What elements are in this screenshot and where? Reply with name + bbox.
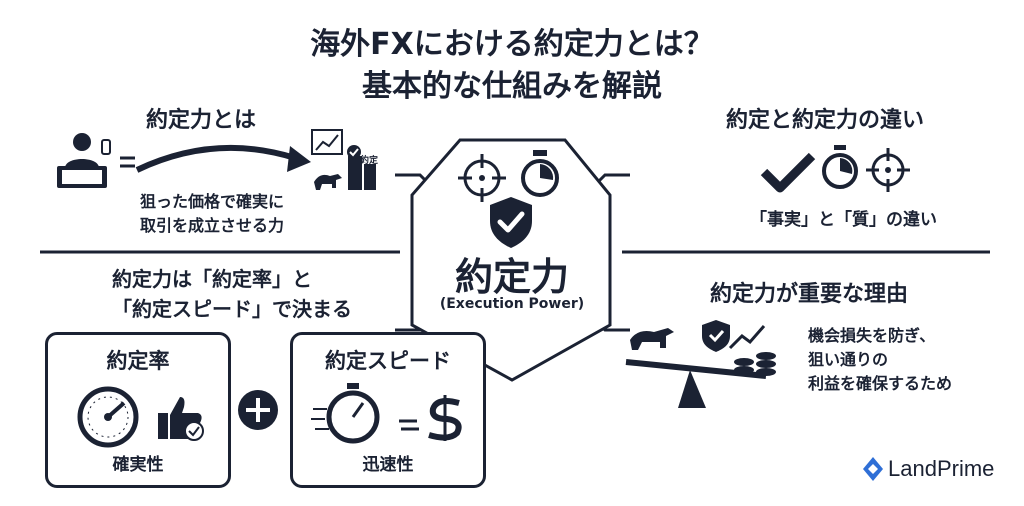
card-fill-speed: 約定スピード 迅速性 [290,332,486,488]
gauge-icon [77,386,139,448]
speed-stopwatch-icon [311,383,380,444]
card-fill-rate-title: 約定率 [106,349,170,373]
target-icon [458,154,506,202]
card-fill-speed-sub: 迅速性 [362,455,414,475]
plus-icon [238,390,278,430]
center-subtitle: (Execution Power) [439,296,585,312]
bottom-right-desc-2: 狙い通りの [808,350,889,369]
top-left-desc-1: 狙った価格で確実に [140,192,285,211]
center-hexagon [410,138,612,382]
title-line-2: 基本的な仕組みを解説 [362,69,662,104]
stopwatch-icon [521,150,559,197]
arrow-icon [120,144,311,173]
center-title: 約定力 [454,255,569,299]
top-right-desc: 「事実」と「質」の違い [750,210,937,230]
card-fill-speed-title: 約定スピード [325,349,451,373]
top-left-desc-2: 取引を成立させる力 [140,216,285,235]
target-icon-2 [866,148,910,192]
coins-icon [702,320,776,376]
top-left-heading: 約定力とは [146,108,257,133]
bottom-right-heading: 約定力が重要な理由 [710,282,909,307]
shield-check-icon [490,197,532,248]
card-fill-rate: 約定率 確実性 [45,332,231,488]
dollar-icon [399,395,462,441]
checkmark-icon [760,152,816,193]
bottom-right-desc-3: 利益を確保するため [808,374,953,393]
stopwatch-icon-2 [822,145,858,189]
bull-icon [314,174,342,190]
building-label: 約定 [360,156,379,166]
bottom-left-heading-2: 「約定スピード」で決まる [112,297,352,321]
card-fill-rate-sub: 確実性 [112,455,164,475]
building-chart-icon [311,129,376,190]
thumbs-up-icon [158,397,204,441]
brand-name: LandPrime [888,456,995,481]
bull-icon-2 [630,328,674,350]
bottom-left-heading-1: 約定力は「約定率」と [112,267,312,291]
title-line-1: 海外FXにおける約定力とは？ [310,27,714,62]
bottom-right-desc-1: 機会損失を防ぎ、 [808,326,936,345]
landprime-logo-icon [863,457,883,481]
top-right-heading: 約定と約定力の違い [726,108,925,133]
user-laptop-icon [57,133,111,188]
